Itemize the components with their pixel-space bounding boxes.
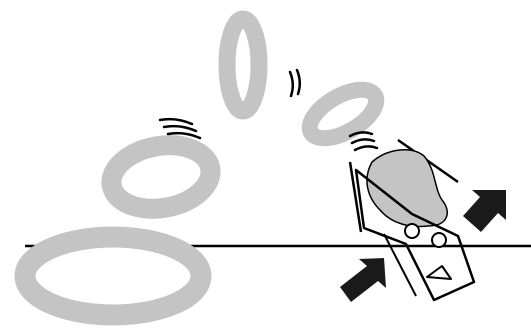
motion-lines-right <box>350 132 377 150</box>
device-inner-panel <box>384 234 416 296</box>
device-button-right <box>432 233 446 247</box>
push-arrow-right-icon <box>463 190 506 232</box>
device-nozzle <box>427 266 451 279</box>
device-button-left <box>405 224 419 238</box>
motion-lines-mid-left <box>160 119 200 138</box>
ring-top-vertical <box>227 19 259 111</box>
ring-mid-left <box>106 138 215 216</box>
motion-lines-top <box>290 70 300 96</box>
push-arrow-left-icon <box>340 258 386 302</box>
ring-right-tilted <box>302 80 384 148</box>
ring-large-bottom <box>25 237 201 315</box>
